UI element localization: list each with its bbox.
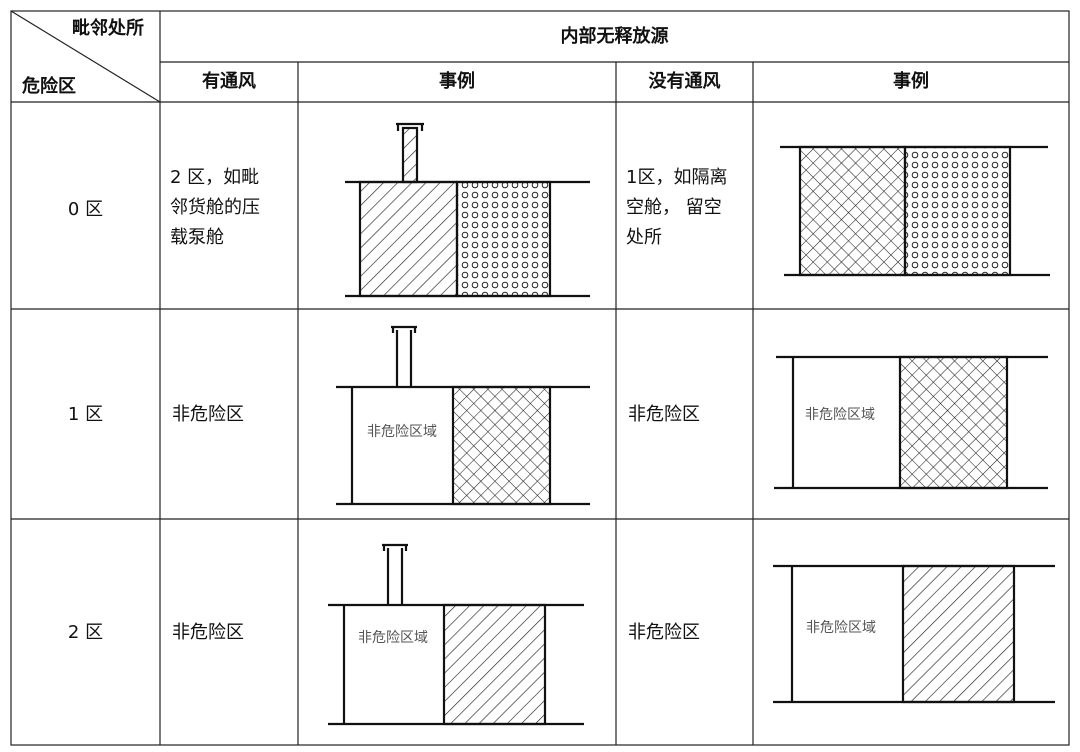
row-zone-0: 0 区 — [67, 199, 104, 220]
col-header-ventilated: 有通风 — [202, 71, 256, 92]
diagram-label-row2-not-ventilated: 非危险区域 — [806, 620, 876, 636]
row-ventilated-1: 非危险区 — [172, 404, 244, 425]
corner-diagonal — [10, 10, 161, 103]
corner-top-label: 毗邻处所 — [72, 18, 144, 39]
diagram-row1-not-ventilated — [774, 355, 1048, 490]
col-header-example-1: 事例 — [439, 71, 475, 92]
row-zone-1: 1 区 — [67, 404, 104, 425]
row-zone-2: 2 区 — [67, 622, 104, 643]
group-title: 内部无释放源 — [560, 26, 669, 47]
diagram-row2-not-ventilated — [773, 564, 1055, 704]
col-header-example-2: 事例 — [893, 71, 929, 92]
row-not-ventilated-1: 非危险区 — [628, 404, 700, 425]
diagram-row0-not-ventilated — [780, 145, 1050, 277]
row-ventilated-0: 2 区，如毗 邻货舱的压 载泵舱 — [170, 167, 260, 248]
corner-bottom-label: 危险区 — [22, 76, 76, 97]
diagram-label-row1-not-ventilated: 非危险区域 — [805, 407, 875, 423]
diagram-row1-ventilated — [336, 325, 590, 506]
diagram-row0-ventilated — [345, 122, 590, 298]
col-header-not-ventilated: 没有通风 — [648, 71, 721, 92]
diagram-label-row2-ventilated: 非危险区域 — [358, 630, 428, 646]
diagram-row2-ventilated — [328, 543, 584, 726]
row-not-ventilated-0: 1区，如隔离 空舱， 留空 处所 — [626, 167, 728, 248]
row-not-ventilated-2: 非危险区 — [628, 622, 700, 643]
diagram-label-row1-ventilated: 非危险区域 — [367, 424, 437, 440]
row-ventilated-2: 非危险区 — [172, 622, 244, 643]
